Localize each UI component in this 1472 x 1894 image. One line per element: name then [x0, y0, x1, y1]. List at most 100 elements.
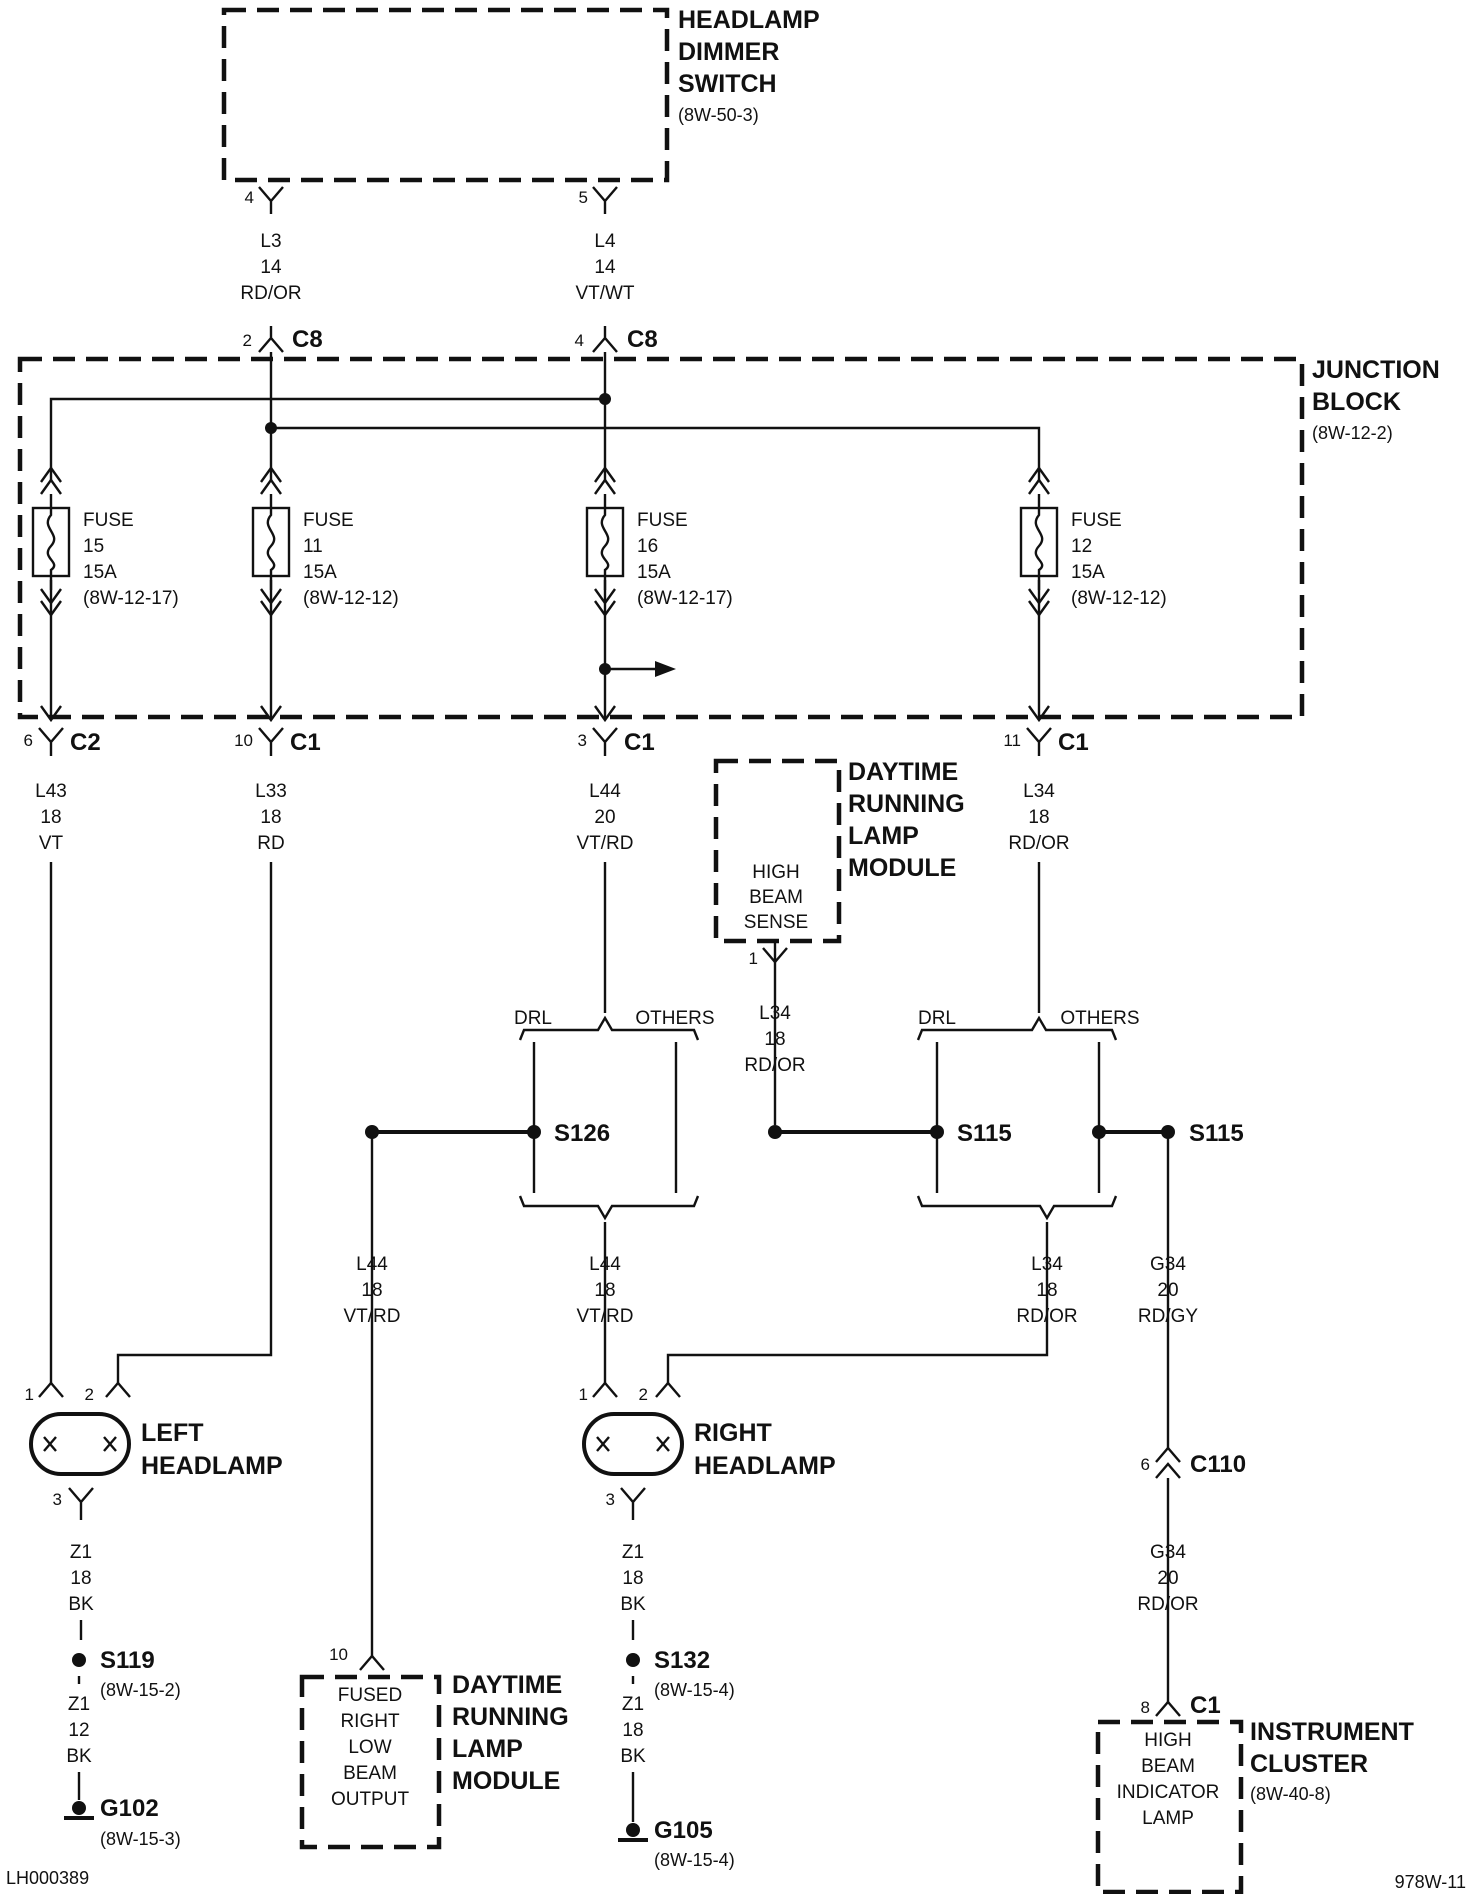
svg-text:L44: L44: [589, 781, 621, 802]
svg-text:C110: C110: [1190, 1451, 1246, 1478]
fuse-12: FUSE 12 15A (8W-12-12): [1019, 465, 1167, 618]
svg-text:10: 10: [234, 731, 253, 750]
svg-text:(8W-12-17): (8W-12-17): [637, 588, 733, 609]
svg-text:LEFT: LEFT: [141, 1419, 204, 1447]
svg-text:1: 1: [749, 949, 758, 968]
svg-text:11: 11: [1003, 731, 1021, 750]
svg-text:RD: RD: [257, 833, 284, 854]
svg-text:Z1: Z1: [70, 1542, 92, 1563]
svg-text:L34: L34: [1023, 781, 1055, 802]
svg-text:20: 20: [1157, 1280, 1178, 1301]
figure-id-right: 978W-11: [1395, 1872, 1466, 1892]
splice-s115-a: S115: [957, 1120, 1012, 1147]
svg-text:1: 1: [579, 1385, 588, 1404]
svg-text:LAMP: LAMP: [1142, 1808, 1194, 1829]
svg-text:18: 18: [622, 1720, 643, 1741]
connector-c110: 6 C110: [1141, 1446, 1246, 1479]
svg-text:RD/GY: RD/GY: [1138, 1306, 1199, 1327]
svg-text:G102: G102: [100, 1795, 159, 1822]
junction-block-title-1: JUNCTION: [1312, 356, 1440, 384]
svg-text:20: 20: [594, 807, 615, 828]
svg-text:15A: 15A: [1071, 562, 1105, 583]
jb-c1-pin-10: 10 C1: [234, 727, 321, 756]
left-ground-chain: Z1 18 BK S119 (8W-15-2) Z1 12 BK G102 (8…: [64, 1542, 181, 1849]
figure-id-left: LH000389: [6, 1868, 89, 1888]
splice-s115-b: S115: [1189, 1120, 1244, 1147]
svg-text:G34: G34: [1150, 1254, 1186, 1275]
svg-text:14: 14: [260, 257, 282, 278]
jb-c1-pin-3: 3 C1: [578, 727, 655, 756]
svg-text:Z1: Z1: [622, 1542, 644, 1563]
svg-text:FUSE: FUSE: [303, 510, 354, 531]
junction-block: JUNCTION BLOCK (8W-12-2): [17, 356, 1440, 720]
svg-text:OTHERS: OTHERS: [635, 1008, 714, 1029]
svg-text:14: 14: [594, 257, 616, 278]
drl-module-bottom: 10 FUSED RIGHT LOW BEAM OUTPUT DAYTIME R…: [299, 1645, 569, 1850]
wire-label-l44-headlamp: L44 18 VT/RD: [577, 1254, 634, 1327]
junction-block-ref: (8W-12-2): [1312, 423, 1393, 443]
svg-text:OTHERS: OTHERS: [1060, 1008, 1139, 1029]
svg-text:18: 18: [361, 1280, 382, 1301]
main-wires: [49, 862, 1175, 1702]
wire-label-l44-drl: L44 18 VT/RD: [344, 1254, 401, 1327]
svg-text:RD/OR: RD/OR: [1016, 1306, 1077, 1327]
instrument-cluster: 8 C1 HIGH BEAM INDICATOR LAMP INSTRUMENT…: [1095, 1692, 1414, 1894]
svg-text:3: 3: [53, 1490, 62, 1509]
svg-text:4: 4: [245, 188, 254, 207]
svg-text:12: 12: [1071, 536, 1092, 557]
svg-text:RIGHT: RIGHT: [340, 1711, 400, 1732]
svg-text:15A: 15A: [83, 562, 117, 583]
svg-text:2: 2: [243, 331, 252, 350]
svg-text:L3: L3: [260, 231, 281, 252]
svg-text:LAMP: LAMP: [452, 1735, 523, 1763]
svg-text:RUNNING: RUNNING: [848, 790, 965, 818]
wire-label-l43: L43 18 VT: [35, 781, 67, 854]
dimmer-pin-4: 4: [245, 186, 284, 214]
fuse-16: FUSE 16 15A (8W-12-17): [585, 465, 733, 618]
svg-text:S132: S132: [654, 1647, 710, 1674]
splice-s126: S126: [554, 1120, 610, 1147]
jb-output-arrows: [40, 705, 1050, 723]
svg-text:LOW: LOW: [348, 1737, 391, 1758]
svg-text:(8W-12-12): (8W-12-12): [1071, 588, 1167, 609]
svg-text:VT/RD: VT/RD: [577, 1306, 634, 1327]
svg-text:MODULE: MODULE: [452, 1767, 560, 1795]
svg-text:6: 6: [1141, 1455, 1150, 1474]
svg-text:C8: C8: [627, 326, 658, 353]
svg-text:18: 18: [260, 807, 281, 828]
svg-text:BK: BK: [620, 1594, 646, 1615]
svg-text:C1: C1: [290, 729, 321, 756]
svg-text:18: 18: [1036, 1280, 1057, 1301]
svg-text:INDICATOR: INDICATOR: [1117, 1782, 1220, 1803]
svg-text:(8W-12-12): (8W-12-12): [303, 588, 399, 609]
branch-right-top: DRL OTHERS: [916, 1008, 1140, 1041]
svg-text:L33: L33: [255, 781, 287, 802]
right-headlamp: 1 2 RIGHT HEADLAMP 3: [579, 1381, 836, 1520]
svg-text:VT/RD: VT/RD: [577, 833, 634, 854]
svg-text:MODULE: MODULE: [848, 854, 956, 882]
drl-sense-pin-1: 1: [749, 941, 788, 968]
svg-text:18: 18: [594, 1280, 615, 1301]
svg-text:L44: L44: [356, 1254, 388, 1275]
svg-text:G105: G105: [654, 1817, 713, 1844]
svg-text:VT/RD: VT/RD: [344, 1306, 401, 1327]
svg-text:FUSED: FUSED: [338, 1685, 402, 1706]
svg-text:15A: 15A: [303, 562, 337, 583]
svg-text:L34: L34: [759, 1003, 791, 1024]
svg-text:15: 15: [83, 536, 104, 557]
svg-text:RD/OR: RD/OR: [1008, 833, 1069, 854]
junction-block-title-2: BLOCK: [1312, 388, 1401, 416]
svg-text:L4: L4: [594, 231, 616, 252]
wire-label-l34-sense: L34 18 RD/OR: [744, 1003, 805, 1076]
svg-text:HEADLAMP: HEADLAMP: [141, 1452, 283, 1480]
svg-text:18: 18: [764, 1029, 785, 1050]
jb-c8-pin-4: 4 C8: [575, 326, 658, 353]
jb-c8-pin-2: 2 C8: [243, 326, 323, 353]
svg-text:LAMP: LAMP: [848, 822, 919, 850]
svg-text:(8W-15-4): (8W-15-4): [654, 1850, 735, 1870]
svg-text:BK: BK: [68, 1594, 94, 1615]
svg-text:15A: 15A: [637, 562, 671, 583]
svg-text:FUSE: FUSE: [1071, 510, 1122, 531]
svg-text:SENSE: SENSE: [744, 912, 808, 933]
